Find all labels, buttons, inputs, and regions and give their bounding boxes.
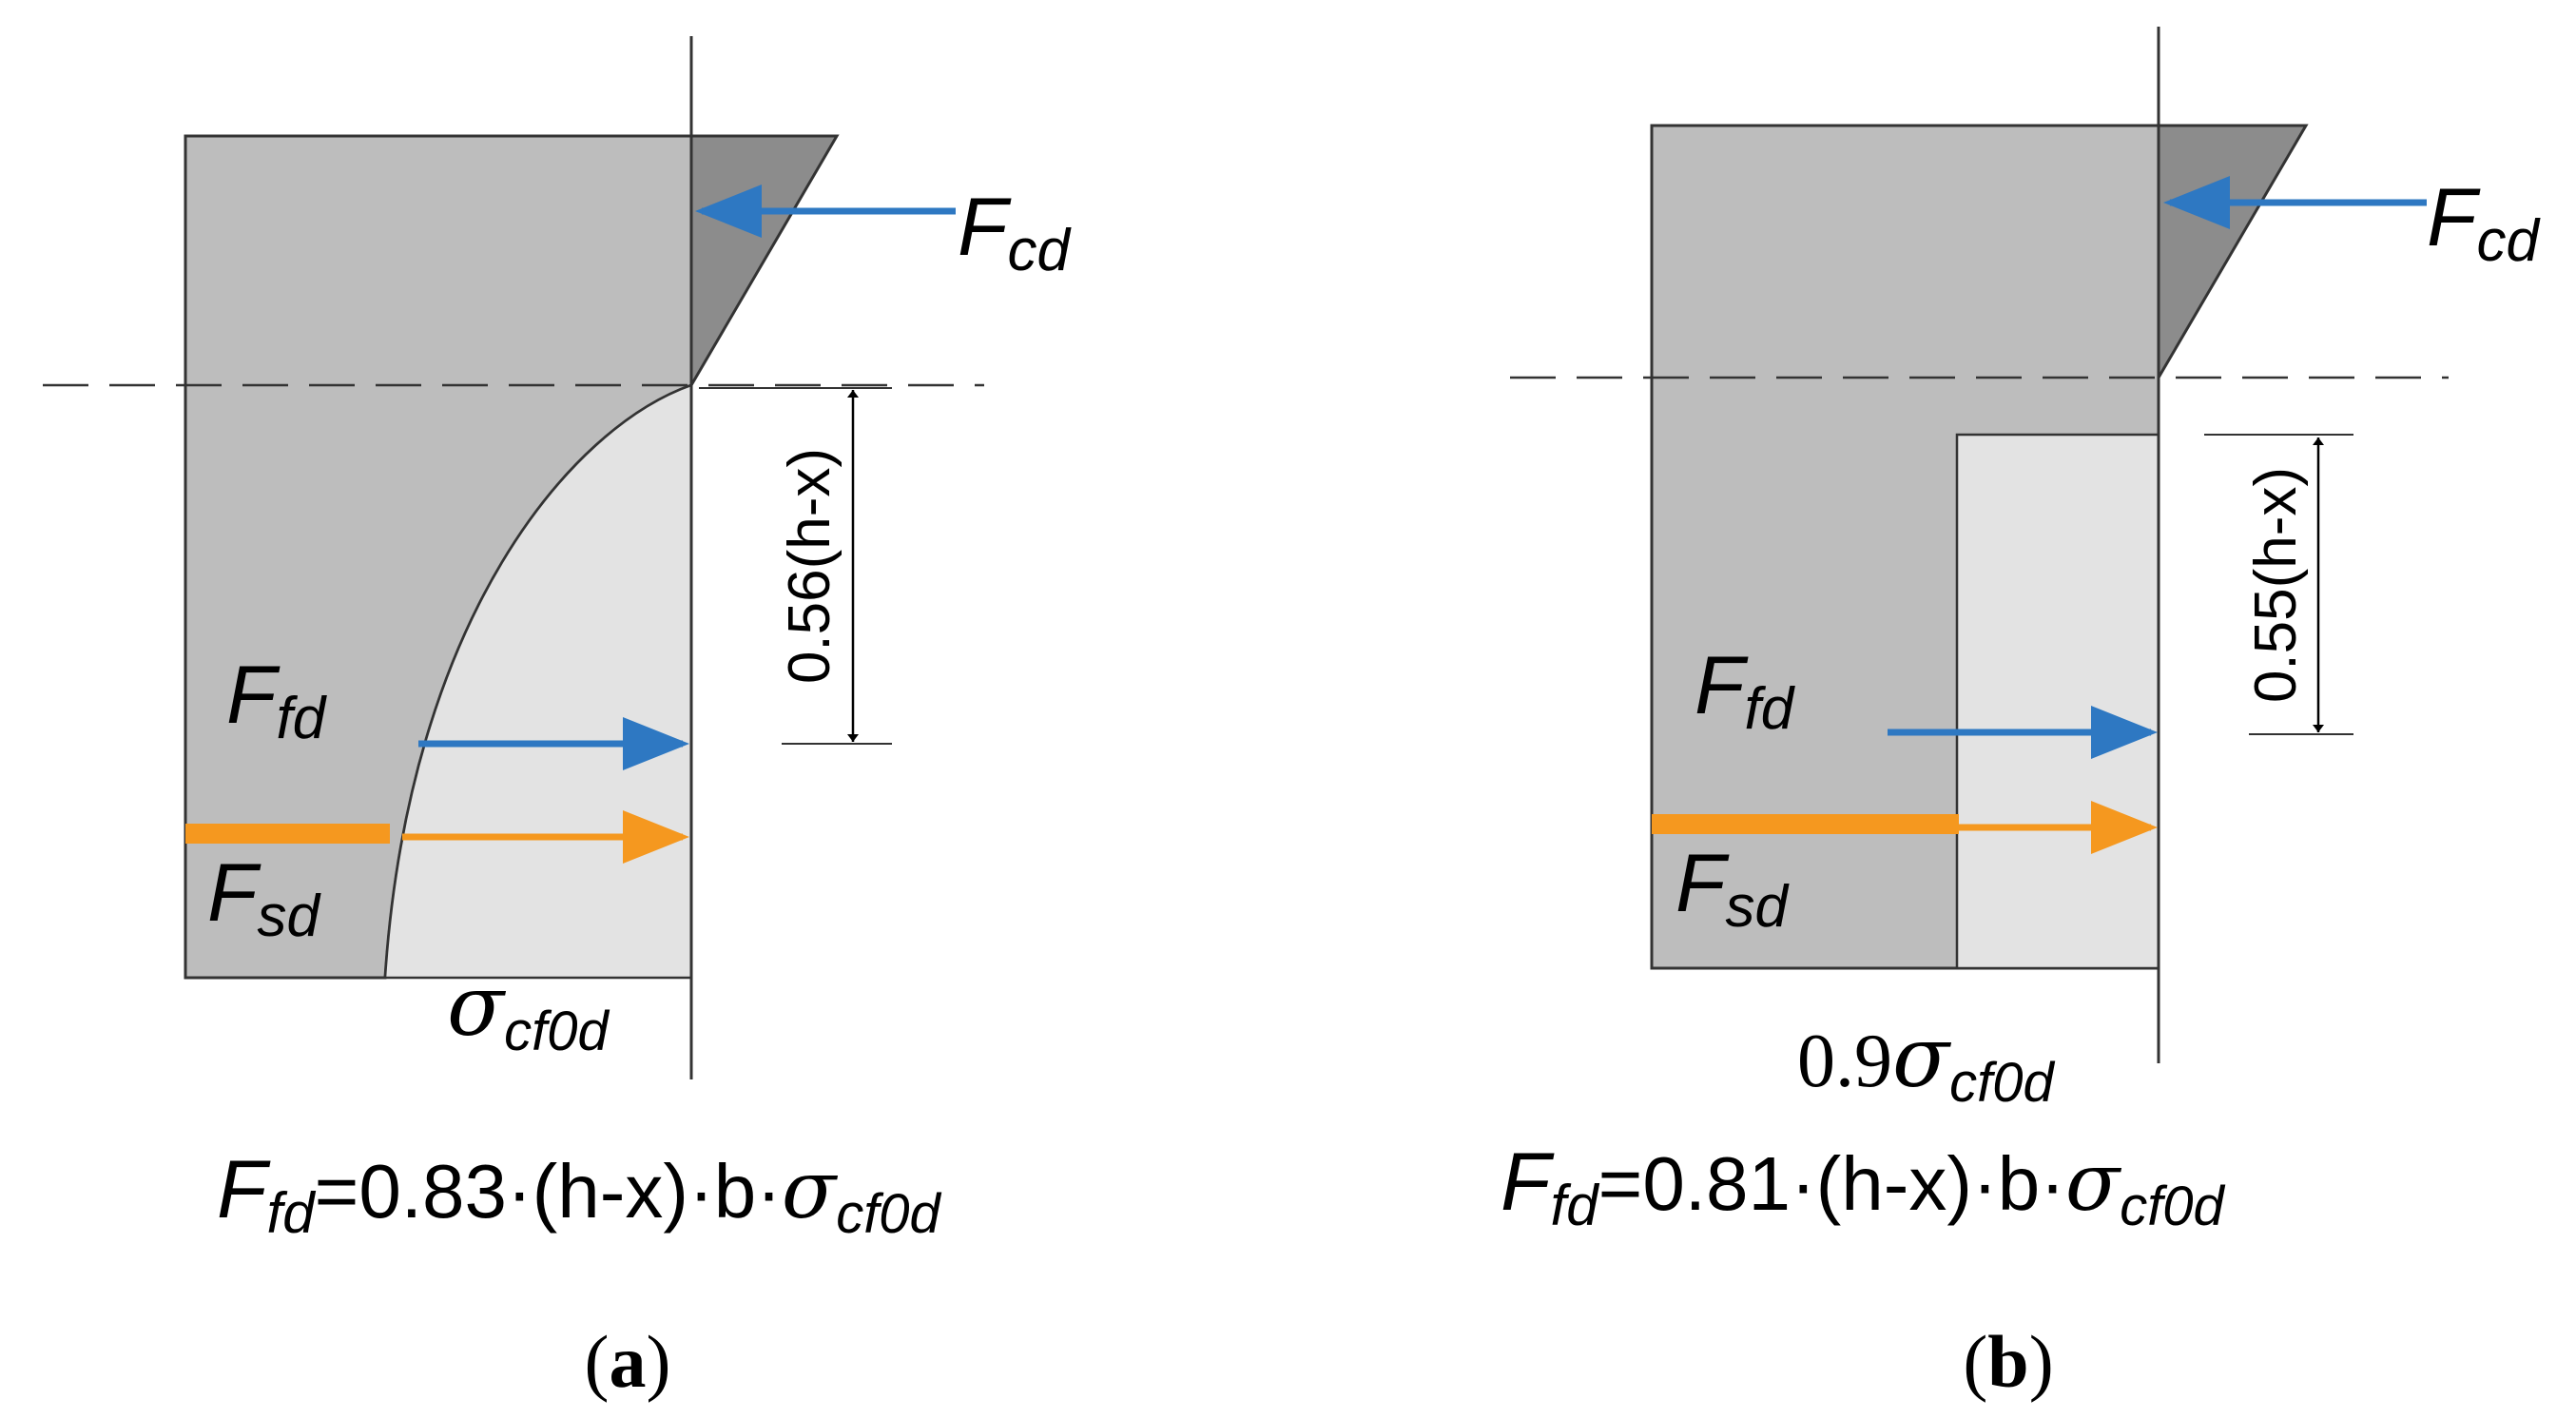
dimension-marker <box>699 387 892 745</box>
ffd-label: Ffd <box>226 650 328 751</box>
compression-stress-triangle <box>2157 124 2309 383</box>
caption-b: (b) <box>1963 1320 2053 1403</box>
sigma-label: 0.9σcf0d <box>1797 1008 2055 1114</box>
steel-reinforcement-bar <box>1652 814 1959 834</box>
formula-b: Ffd=0.81·(h-x)·b·σcf0d <box>1501 1136 2226 1237</box>
sigma-label: σcf0d <box>447 957 610 1062</box>
fsd-label: Fsd <box>207 847 322 949</box>
caption-a: (a) <box>585 1320 671 1403</box>
panel-a: 0.56(h-x) Fcd Ffd Fsd σcf0d Ffd=0.83·(h-… <box>43 36 1073 1403</box>
formula-a: Ffd=0.83·(h-x)·b·σcf0d <box>217 1143 942 1245</box>
dimension-marker <box>2204 434 2353 735</box>
tension-stress-block <box>1955 433 2160 970</box>
panel-b: 0.55(h-x) Fcd Ffd Fsd 0.9σcf0d Ffd=0.81·… <box>1501 27 2542 1403</box>
fcd-label: Fcd <box>2427 172 2542 274</box>
tension-stress-block <box>383 383 693 980</box>
steel-reinforcement-bar <box>185 824 390 844</box>
compression-stress-triangle <box>689 134 840 391</box>
fsd-label: Fsd <box>1675 838 1791 940</box>
ffd-label: Ffd <box>1695 640 1796 742</box>
dimension-label: 0.56(h-x) <box>777 448 843 684</box>
fcd-label: Fcd <box>958 182 1073 283</box>
dimension-label: 0.55(h-x) <box>2243 467 2309 703</box>
